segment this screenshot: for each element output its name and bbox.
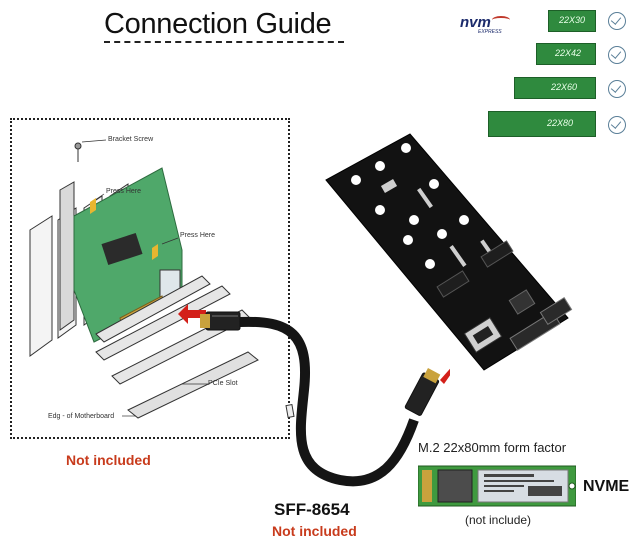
module-label: 22X60 — [551, 82, 578, 92]
installation-diagram — [29, 139, 259, 419]
sff-8654-cable — [200, 311, 450, 487]
nvm-express-logo: nvm — [460, 14, 491, 31]
check-icon — [608, 116, 626, 134]
module-22x80: 22X80 — [488, 111, 596, 137]
check-icon — [608, 80, 626, 98]
check-icon — [608, 12, 626, 30]
module-label: 22X42 — [555, 48, 582, 58]
cable-name: SFF-8654 — [274, 500, 350, 519]
ssd-type-label: NVME — [583, 478, 630, 495]
label-press-here-1: Press Here — [106, 188, 142, 195]
adapter-not-included-label: Not included — [66, 452, 151, 468]
label-bracket-screw: Bracket Screw — [108, 136, 154, 143]
module-22x60: 22X60 — [514, 77, 596, 99]
module-label: 22X80 — [547, 118, 574, 128]
module-22x42: 22X42 — [536, 43, 596, 65]
nvme-ssd-image — [418, 465, 576, 507]
ssd-not-included-label: (not include) — [465, 513, 532, 527]
m2-sff-adapter-board — [325, 133, 573, 371]
label-pcie-slot: PCIe Slot — [208, 380, 238, 387]
label-edge-motherboard: Edg - of Motherboard — [48, 413, 115, 420]
module-label: 22X30 — [559, 15, 586, 25]
nvm-swoosh-icon — [492, 16, 510, 24]
installation-diagram-frame — [10, 118, 290, 439]
page-title: Connection Guide — [104, 8, 332, 40]
module-22x30: 22X30 — [548, 10, 596, 32]
nvm-express-logo-sub: EXPRESS — [478, 29, 502, 35]
cable-not-included-label: Not included — [272, 523, 357, 539]
title-underline — [104, 41, 344, 43]
ssd-form-factor-label: M.2 22x80mm form factor — [418, 440, 567, 455]
check-icon — [608, 46, 626, 64]
label-press-here-2: Press Here — [180, 232, 216, 239]
